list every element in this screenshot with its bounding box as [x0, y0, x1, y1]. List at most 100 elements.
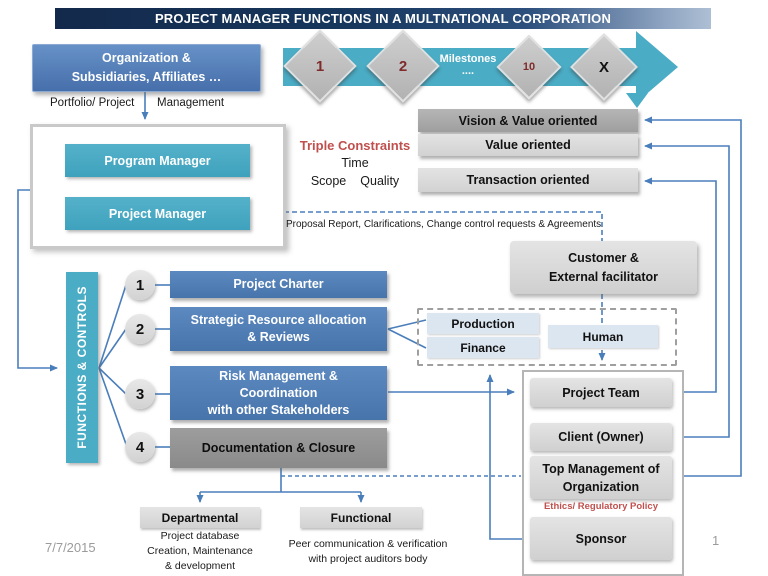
- risk-management-line3: with other Stakeholders: [207, 402, 350, 417]
- dept-note-line2: Creation, Maintenance: [147, 545, 253, 557]
- client-owner-box: Client (Owner): [530, 423, 672, 451]
- step-3-number: 3: [135, 385, 145, 403]
- page-number: 1: [712, 533, 720, 548]
- risk-management-line2: Coordination: [239, 385, 318, 400]
- step-1-number: 1: [135, 276, 145, 294]
- milestone-10-label: 10: [522, 61, 536, 73]
- fan-line-4: [98, 367, 128, 448]
- line-s2-production: [387, 319, 427, 330]
- project-team-box: Project Team: [530, 378, 672, 407]
- ethics-regulatory-label: Ethics/ Regulatory Policy: [522, 501, 680, 512]
- value-oriented-label: Value oriented: [485, 138, 571, 152]
- banner-to-vision-arrow: [626, 93, 648, 108]
- top-management-line2: Organization: [562, 479, 640, 494]
- constraint-time: Time: [341, 156, 369, 170]
- constraint-scope: Scope: [310, 174, 347, 188]
- departmental-label: Departmental: [161, 510, 239, 525]
- fan-line-3: [98, 367, 127, 395]
- project-manager-label: Project Manager: [108, 206, 207, 221]
- functional-box: Functional: [300, 507, 422, 528]
- organization-line2: Subsidiaries, Affiliates …: [71, 70, 222, 84]
- top-management-box: Top Management of Organization: [530, 456, 672, 499]
- milestones-dots: ....: [461, 65, 475, 77]
- line-sponsor-resources: [486, 374, 523, 540]
- fan-line-1: [98, 284, 127, 369]
- vision-value-oriented-box: Vision & Value oriented: [418, 109, 638, 132]
- func-note-line2: with project auditors body: [308, 553, 428, 565]
- step-4-number: 4: [135, 438, 145, 456]
- project-team-label: Project Team: [562, 385, 640, 400]
- client-owner-label: Client (Owner): [558, 430, 644, 444]
- project-charter-box: Project Charter: [170, 271, 387, 298]
- strategic-resource-box: Strategic Resource allocation & Reviews: [170, 307, 387, 351]
- organization-line1: Organization &: [102, 51, 191, 65]
- project-manager-box: Project Manager: [65, 197, 250, 230]
- finance-label: Finance: [460, 340, 506, 355]
- documentation-closure-label: Documentation & Closure: [201, 441, 356, 455]
- milestones-caption: Milestones ....: [432, 53, 504, 77]
- production-box: Production: [427, 313, 539, 334]
- vision-value-oriented-label: Vision & Value oriented: [458, 113, 598, 128]
- milestone-1-label: 1: [315, 57, 325, 75]
- fan-line-2: [98, 328, 127, 369]
- dept-note-line3: & development: [164, 560, 236, 572]
- transaction-oriented-box: Transaction oriented: [418, 168, 638, 192]
- departmental-box: Departmental: [140, 507, 260, 528]
- sponsor-label: Sponsor: [575, 531, 627, 546]
- customer-line2: External facilitator: [548, 269, 659, 284]
- functions-controls-label: FUNCTIONS & CONTROLS: [75, 286, 89, 449]
- risk-management-box: Risk Management & Coordination with othe…: [170, 366, 387, 420]
- portfolio-project-label: Portfolio/ Project: [50, 97, 135, 109]
- slide-date: 7/7/2015: [45, 540, 96, 555]
- human-label: Human: [582, 329, 624, 344]
- management-label: Management: [157, 97, 225, 109]
- triple-constraints-block: Triple Constraints Time Scope Quality: [288, 137, 422, 190]
- milestones-word: Milestones: [439, 53, 497, 65]
- slide-title: PROJECT MANAGER FUNCTIONS IN A MULTNATIO…: [154, 11, 612, 26]
- top-management-line1: Top Management of: [542, 461, 660, 476]
- dept-note-line1: Project database: [160, 530, 240, 542]
- finance-box: Finance: [427, 337, 539, 358]
- strategic-resource-line1: Strategic Resource allocation: [190, 313, 367, 327]
- line-client-value: [644, 142, 730, 438]
- project-charter-label: Project Charter: [233, 277, 324, 291]
- milestone-arrow-head: [636, 31, 678, 103]
- risk-management-line1: Risk Management &: [219, 368, 338, 383]
- organization-box: Organization & Subsidiaries, Affiliates …: [32, 44, 261, 92]
- managers-container: [30, 124, 286, 249]
- human-box: Human: [548, 325, 658, 348]
- line-pteam-transaction: [644, 177, 717, 393]
- functions-controls-bar: FUNCTIONS & CONTROLS: [66, 272, 98, 463]
- transaction-oriented-label: Transaction oriented: [466, 173, 590, 187]
- program-manager-box: Program Manager: [65, 144, 250, 177]
- strategic-resource-line2: & Reviews: [247, 330, 310, 344]
- value-oriented-box: Value oriented: [418, 134, 638, 156]
- step-circle-4: 4: [125, 432, 155, 462]
- functional-note: Peer communication & verification with p…: [272, 537, 464, 567]
- documentation-closure-box: Documentation & Closure: [170, 428, 387, 468]
- customer-external-facilitator-box: Customer & External facilitator: [510, 241, 697, 294]
- program-manager-label: Program Manager: [104, 153, 211, 168]
- func-note-line1: Peer communication & verification: [288, 538, 448, 550]
- milestone-x-label: X: [598, 58, 609, 76]
- sponsor-box: Sponsor: [530, 517, 672, 560]
- constraint-quality: Quality: [360, 174, 400, 188]
- slide-title-bar: PROJECT MANAGER FUNCTIONS IN A MULTNATIO…: [55, 8, 711, 29]
- departmental-note: Project database Creation, Maintenance &…: [128, 529, 272, 574]
- customer-line1: Customer &: [568, 250, 639, 265]
- step-circle-2: 2: [125, 314, 155, 344]
- step-2-number: 2: [135, 320, 145, 338]
- step-circle-3: 3: [125, 379, 155, 409]
- ethics-text: Ethics/ Regulatory Policy: [543, 501, 659, 512]
- line-managers-to-fc: [17, 189, 58, 372]
- dashed-proposal-line: [252, 211, 606, 361]
- line-s2-finance: [387, 328, 427, 349]
- step-circle-1: 1: [125, 270, 155, 300]
- production-label: Production: [451, 316, 515, 331]
- milestone-2-label: 2: [398, 57, 408, 75]
- functional-label: Functional: [330, 510, 392, 525]
- triple-constraints-title: Triple Constraints: [299, 138, 411, 153]
- resources-dashed-box: [417, 308, 677, 366]
- proposal-note: Proposal Report, Clarifications, Change …: [286, 219, 602, 230]
